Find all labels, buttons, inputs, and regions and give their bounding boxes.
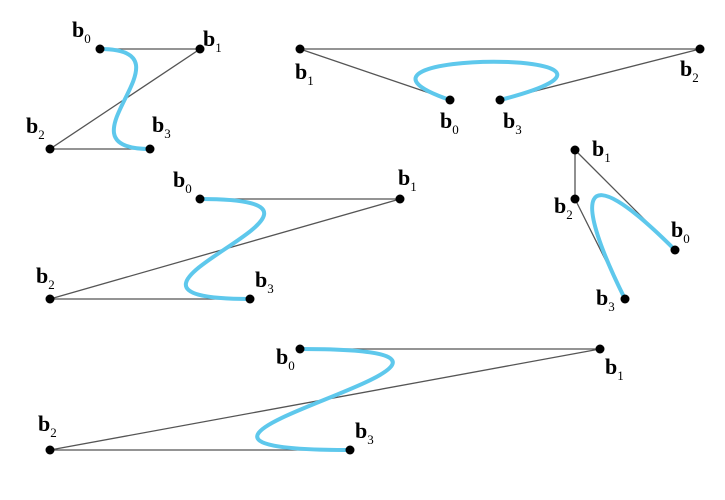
diagram-right-small-label-b2: b2 [554, 193, 573, 222]
diagram-top-right-label-b0: b0 [440, 108, 459, 137]
diagram-right-small-label-b1: b1 [592, 136, 611, 165]
diagram-middle-point-b1 [395, 194, 405, 204]
diagram-middle-point-b2 [45, 294, 55, 304]
diagram-top-right-label-b3: b3 [503, 108, 522, 137]
diagram-top-left-label-b3: b3 [152, 112, 171, 141]
diagram-top-right-point-b2 [695, 44, 705, 54]
diagram-right-small-point-b3 [620, 294, 630, 304]
diagram-bottom-bezier-curve [255, 347, 395, 452]
diagram-top-right-point-b1 [295, 44, 305, 54]
diagram-top-right-label-b1: b1 [295, 59, 314, 88]
diagram-top-left-label-b2: b2 [26, 113, 45, 142]
diagram-right-small-label-b3: b3 [596, 285, 615, 314]
diagram-right-small-bezier-curve [590, 193, 677, 301]
control-points-layer [45, 44, 705, 455]
diagram-middle-bezier-curve [183, 197, 267, 301]
diagram-right-small-control-polygon [574, 148, 676, 300]
diagram-bottom-point-b1 [595, 344, 605, 354]
diagram-middle-label-b1: b1 [398, 165, 417, 194]
diagram-top-right-point-b3 [495, 95, 505, 105]
diagram-middle-label-b0: b0 [173, 167, 192, 196]
diagram-top-left-label-b1: b1 [203, 26, 222, 55]
diagram-top-right-control-polygon [299, 48, 701, 101]
diagram-top-left-bezier-curve [98, 47, 152, 151]
diagram-top-left-label-b0: b0 [72, 17, 91, 46]
diagram-right-small-point-b0 [670, 245, 680, 255]
diagram-right-small-label-b0: b0 [671, 217, 690, 246]
diagram-bottom-point-b2 [45, 445, 55, 455]
diagram-bottom-point-b3 [345, 445, 355, 455]
diagram-top-left-point-b3 [145, 144, 155, 154]
diagram-right-small-point-b1 [570, 145, 580, 155]
diagram-bottom-label-b2: b2 [38, 411, 57, 440]
diagram-bottom-point-b0 [295, 344, 305, 354]
diagram-middle-point-b3 [245, 294, 255, 304]
diagram-top-right-point-b0 [445, 95, 455, 105]
diagram-top-left-point-b2 [45, 144, 55, 154]
diagram-top-right-label-b2: b2 [680, 56, 699, 85]
diagram-bottom-label-b0: b0 [276, 344, 295, 373]
diagram-middle-label-b2: b2 [36, 263, 55, 292]
diagram-middle-label-b3: b3 [255, 267, 274, 296]
diagram-top-right-bezier-curve [413, 59, 560, 102]
diagram-top-left-point-b0 [95, 44, 105, 54]
bezier-curves-layer [98, 47, 677, 452]
diagram-middle-point-b0 [195, 194, 205, 204]
diagram-bottom-label-b3: b3 [355, 418, 374, 447]
diagram-bottom-label-b1: b1 [605, 354, 624, 383]
diagram-top-left-point-b1 [195, 44, 205, 54]
diagram-right-small-point-b2 [570, 194, 580, 204]
